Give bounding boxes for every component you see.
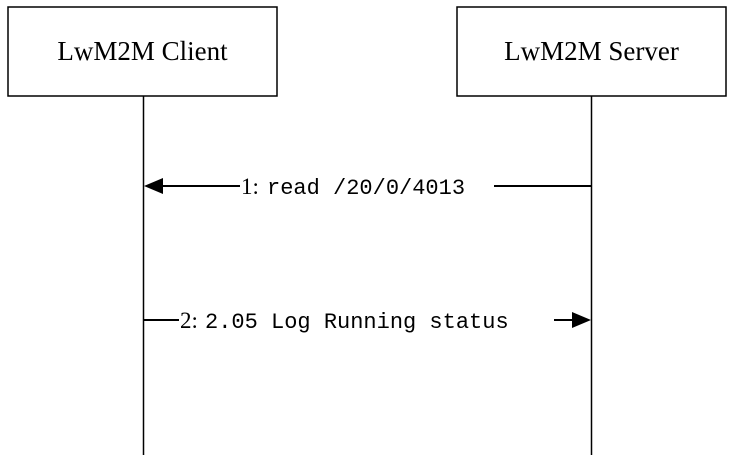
participant-client-box (7, 6, 278, 97)
participant-client: LwM2M Client (7, 6, 278, 455)
message-2-arrowhead (572, 312, 591, 328)
message-1-number: 1: (241, 174, 259, 199)
participant-server-label: LwM2M Server (504, 36, 679, 66)
participant-client-label: LwM2M Client (57, 36, 228, 66)
message-1: 1: read /20/0/4013 (144, 174, 591, 201)
message-2: 2: 2.05 Log Running status (144, 308, 591, 335)
message-1-arrowhead (144, 178, 163, 194)
participant-server-box (456, 6, 727, 97)
message-2-text: 2.05 Log Running status (205, 310, 509, 335)
message-1-text: read /20/0/4013 (267, 176, 465, 201)
participant-server: LwM2M Server (456, 6, 727, 455)
message-2-number: 2: (180, 308, 198, 333)
